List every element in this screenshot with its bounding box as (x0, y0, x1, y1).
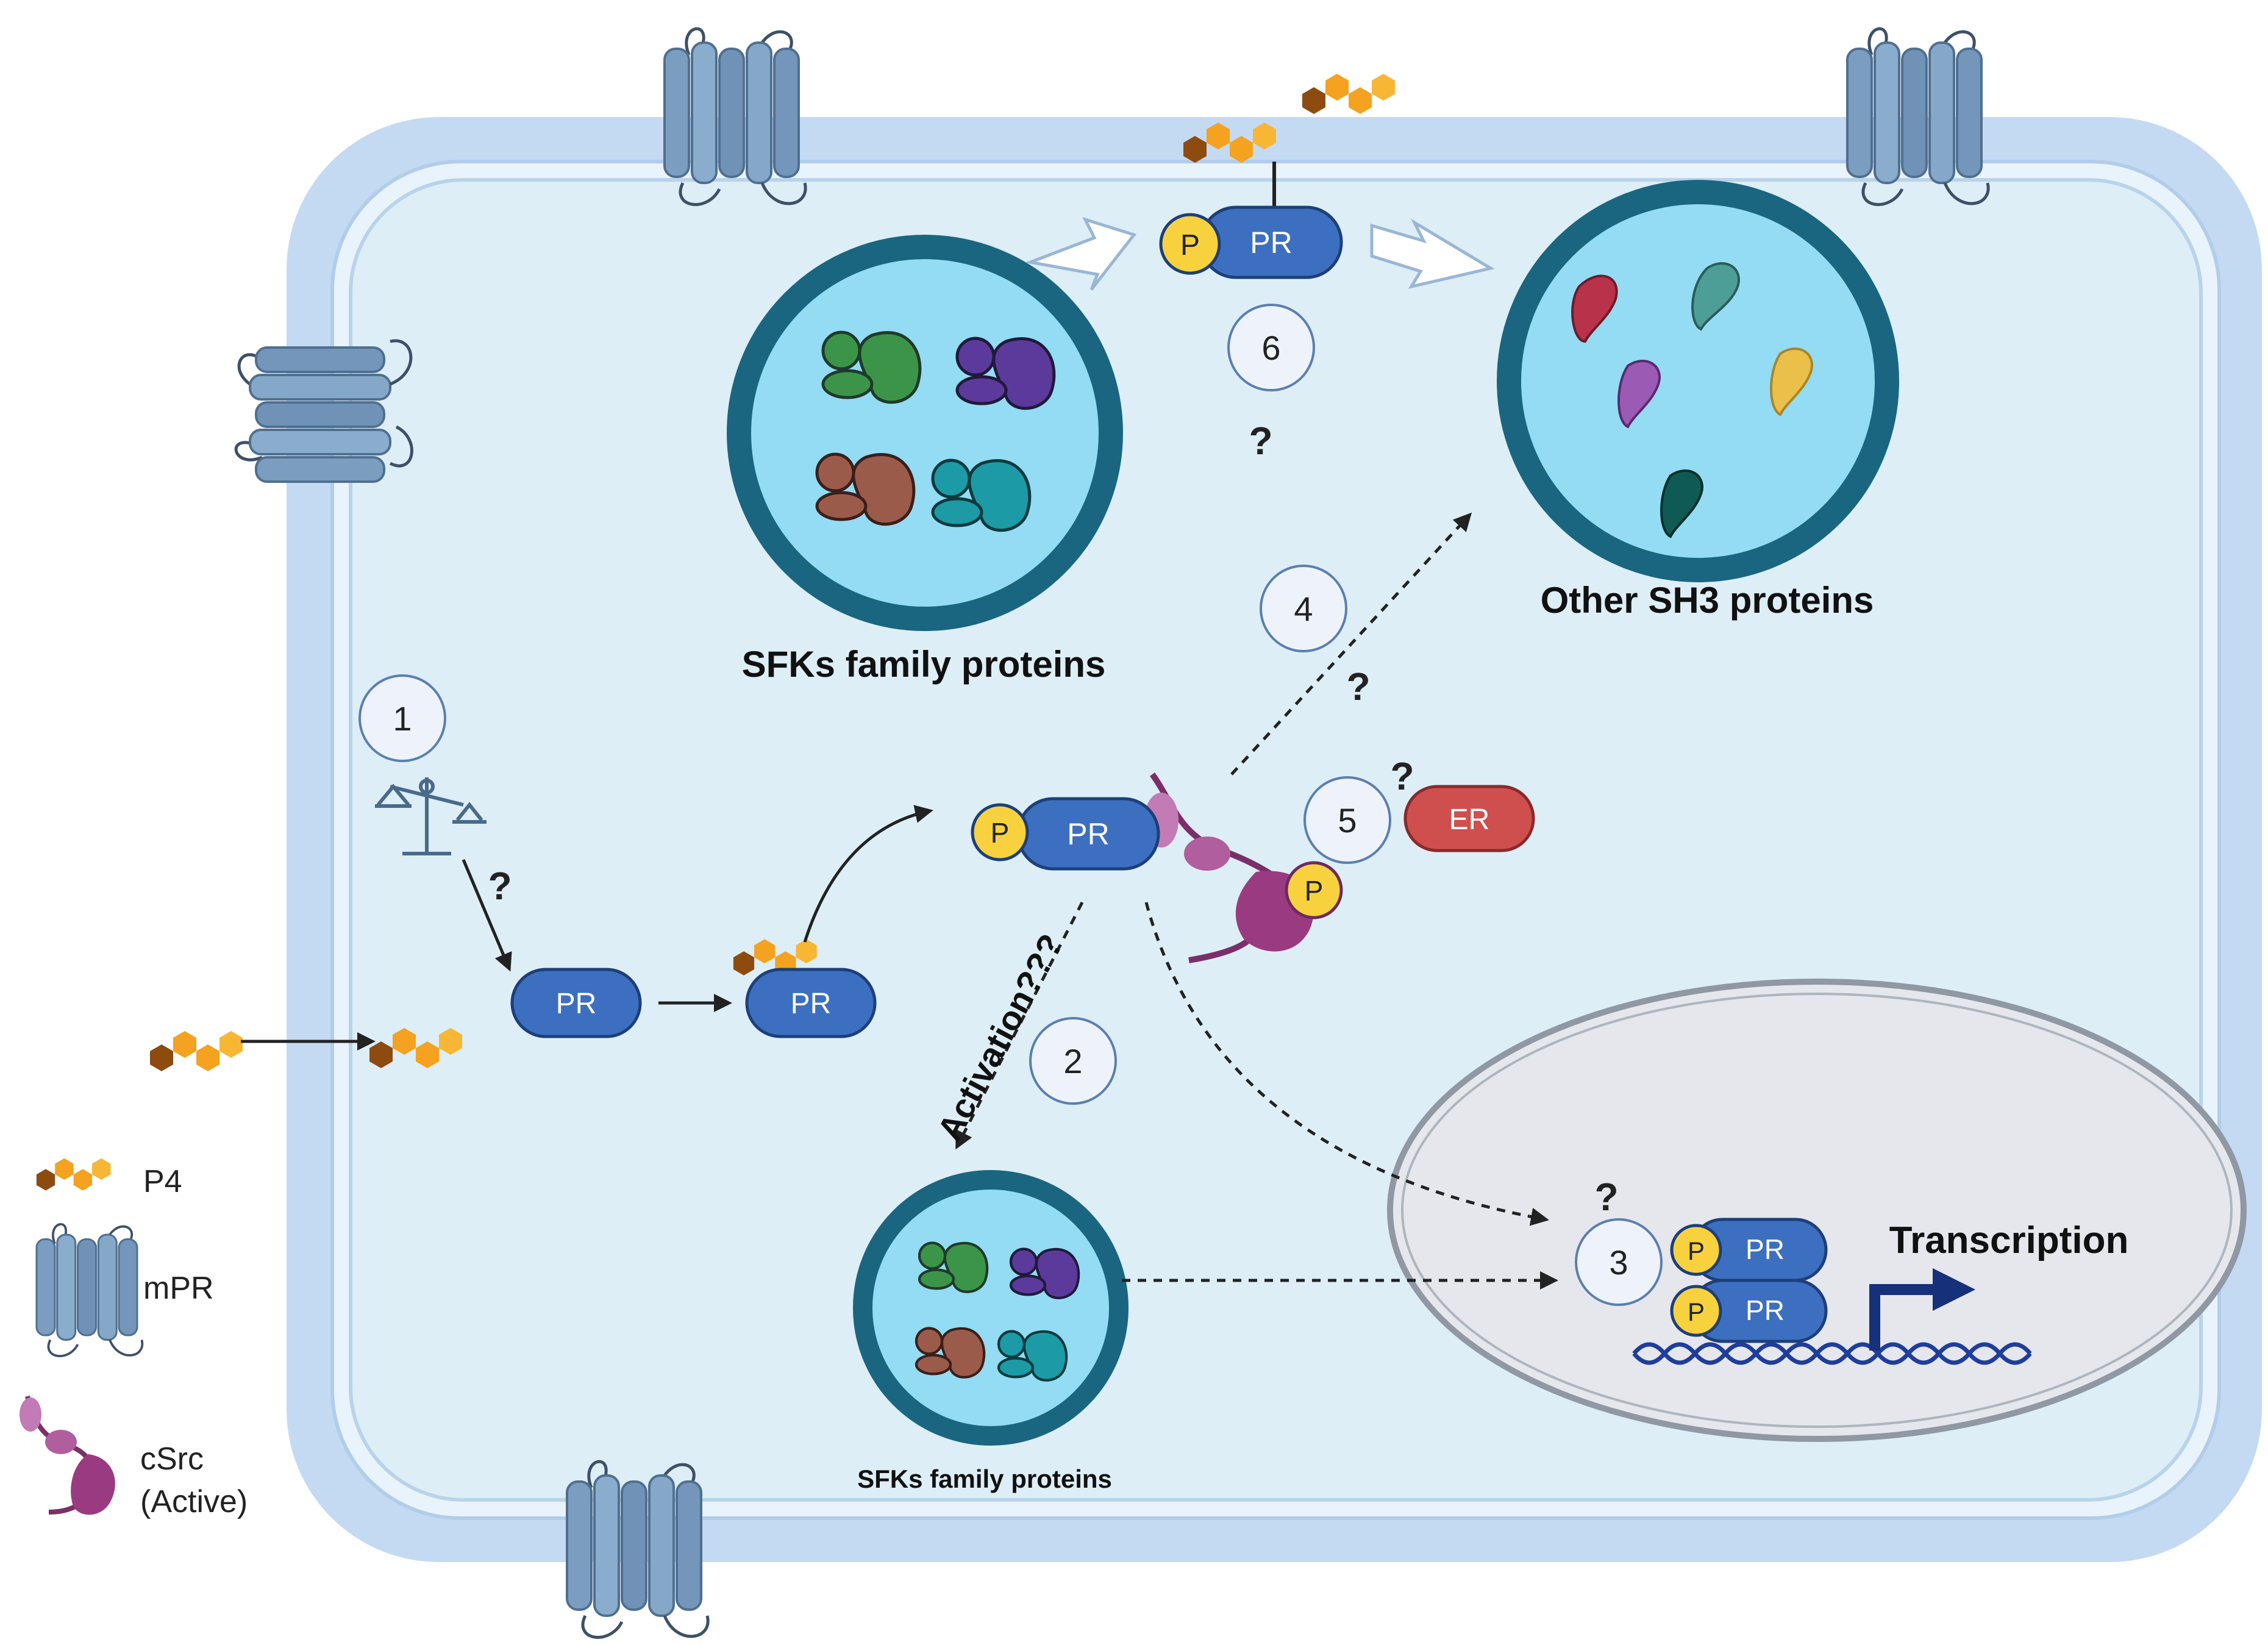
phospho-badge (1670, 1224, 1722, 1276)
legend-csrc-label: cSrc (140, 1441, 204, 1477)
pr-label: PR (1067, 817, 1109, 851)
pr-label: PR (1746, 1233, 1785, 1265)
hollow-arrow-right (1370, 218, 1495, 289)
sh3-protein-icon (1770, 347, 1813, 416)
sfk-protein-icon (957, 338, 1054, 409)
step-5-label: 5 (1338, 801, 1357, 840)
question-mark: ? (1594, 1175, 1618, 1219)
step-3-marker (1575, 1218, 1663, 1306)
dna-helix (1632, 1342, 2032, 1365)
transcription-arrow (1869, 1284, 1936, 1351)
sh3-protein-icon (1617, 359, 1661, 429)
pr-receptor-unbound (510, 968, 642, 1038)
mpr-receptor-icon (567, 1461, 708, 1637)
step-2-marker (1029, 1017, 1117, 1105)
question-mark: ? (488, 864, 512, 908)
step-3-label: 3 (1609, 1243, 1628, 1282)
p4-molecule-icon (1302, 74, 1395, 114)
arrow-scale-to-pr (462, 859, 512, 972)
nucleus (1387, 979, 2247, 1442)
legend: P4 mPR cSrc (Active) (20, 1158, 248, 1519)
er-receptor (1403, 785, 1535, 852)
hollow-arrow-left (1024, 216, 1137, 291)
sfk-protein-icon (933, 460, 1030, 530)
sh3-protein-icon (1571, 274, 1618, 343)
pr-label: PR (791, 988, 832, 1020)
balance-scale-icon (375, 777, 487, 855)
phospho-label: P (1180, 229, 1200, 262)
sfk-vesicle-large-title: SFKs family proteins (742, 644, 1106, 685)
transcription-label: Transcription (1889, 1219, 2129, 1261)
phospho-badge (1159, 213, 1221, 275)
p4-molecule-icon (150, 1031, 243, 1071)
phospho-label: P (1688, 1236, 1705, 1265)
csrc-sh2-domain (1184, 837, 1230, 871)
question-mark: ? (1390, 754, 1414, 798)
er-label: ER (1449, 804, 1490, 836)
step-4-label: 4 (1294, 590, 1313, 628)
pr-label: PR (556, 988, 597, 1020)
pr-receptor-bound (745, 968, 877, 1038)
phospho-badge (1670, 1285, 1722, 1337)
sfk-protein-icon (999, 1332, 1066, 1380)
step-1-label: 1 (393, 699, 412, 738)
step-5-marker (1303, 776, 1391, 864)
legend-p4-icon (36, 1158, 111, 1191)
legend-p4-label: P4 (143, 1164, 182, 1199)
sfk-protein-icon (919, 1243, 987, 1292)
step-4-marker (1260, 565, 1347, 652)
step-2-label: 2 (1063, 1042, 1082, 1080)
phospho-badge (1285, 861, 1343, 919)
phospho-label: P (1688, 1297, 1705, 1326)
sfk-protein-icon (1011, 1249, 1079, 1298)
legend-csrc-sublabel: (Active) (140, 1484, 248, 1519)
sfk-protein-icon (817, 454, 914, 524)
phospho-label: P (1305, 875, 1324, 907)
sh3-protein-icon (1691, 262, 1740, 331)
pr-label: PR (1250, 226, 1292, 260)
legend-mpr-label: mPR (143, 1271, 214, 1306)
sfk-protein-icon (916, 1329, 984, 1377)
dashed-arrow-to-sh3 (1230, 512, 1472, 776)
sfk-vesicle-large (727, 235, 1123, 631)
pr-label: PR (1746, 1294, 1785, 1326)
sh3-vesicle-title: Other SH3 proteins (1541, 580, 1874, 621)
question-mark: ? (1249, 419, 1272, 463)
sfk-vesicle-small (853, 1170, 1129, 1446)
phospho-label: P (991, 817, 1010, 849)
sfk-vesicle-small-title: SFKs family proteins (857, 1465, 1112, 1493)
dashed-arrow-activation (955, 901, 1084, 1150)
arrow-bound-to-complex (803, 805, 933, 943)
step-6-marker (1227, 304, 1315, 391)
step-1-marker (358, 674, 446, 762)
step-6-label: 6 (1261, 329, 1280, 367)
phospho-badge (971, 803, 1029, 862)
sfk-protein-icon (823, 332, 920, 402)
sh3-vesicle (1497, 180, 1899, 582)
legend-mpr-icon (35, 1222, 144, 1357)
sh3-protein-icon (1660, 469, 1703, 538)
dashed-arrow-to-nucleus (1144, 902, 1549, 1226)
question-mark: ? (1346, 665, 1370, 708)
legend-csrc-icon (20, 1396, 115, 1515)
